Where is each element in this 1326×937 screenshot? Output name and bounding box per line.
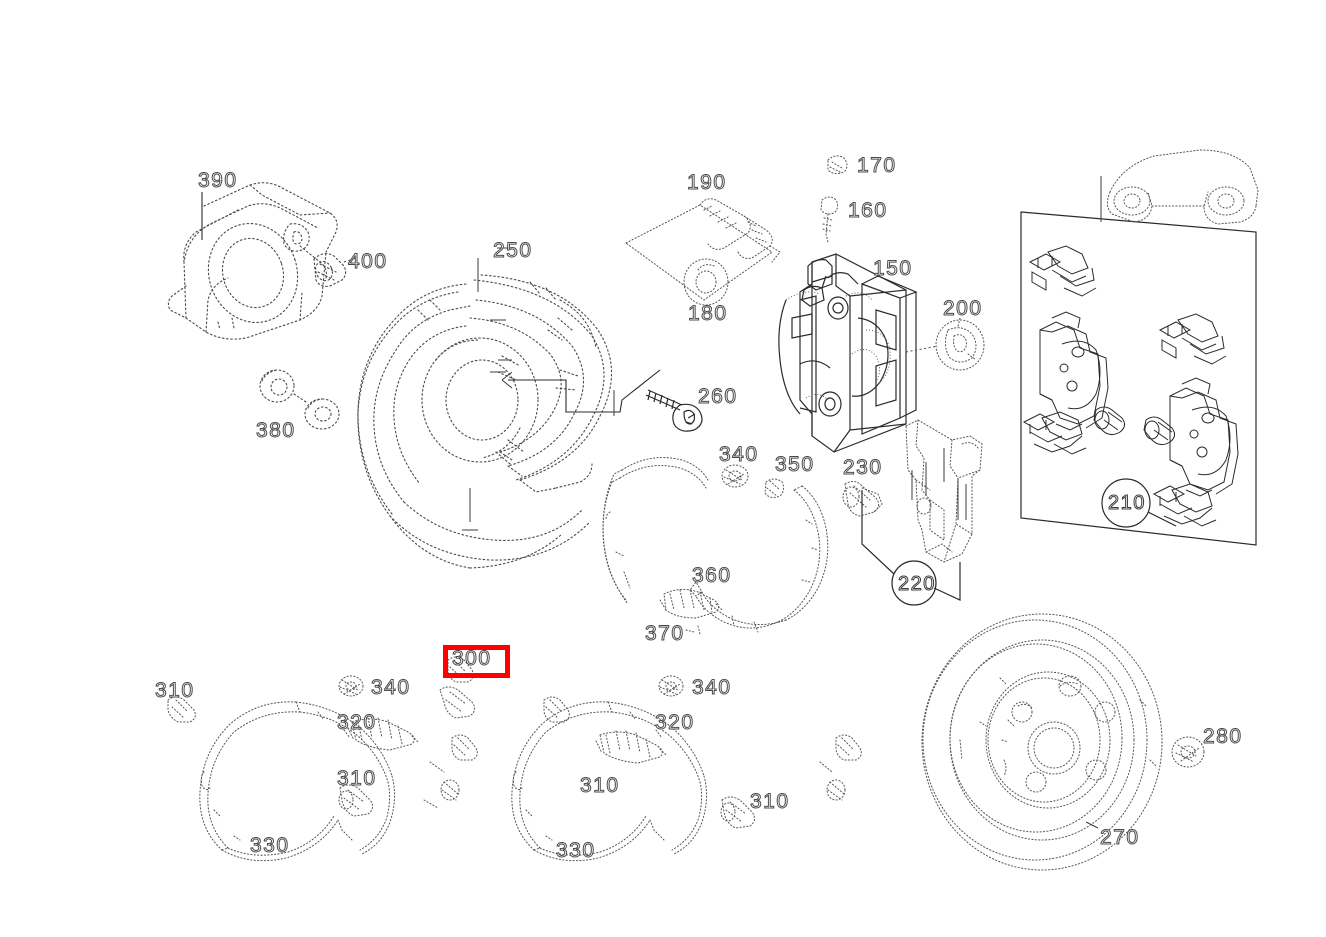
callout-320-a: 320 (337, 711, 377, 734)
adjuster-360 (659, 588, 723, 619)
adjuster-spring-370 (685, 625, 701, 635)
callout-400: 400 (348, 250, 388, 273)
pad-pin-right-210 (1143, 416, 1176, 446)
callout-230: 230 (843, 456, 883, 479)
caliper-carrier-220 (905, 419, 983, 563)
knuckle-bolt-400 (313, 253, 347, 287)
brake-shoe-right-mid (689, 485, 829, 633)
spring-clip-340a (721, 464, 749, 488)
backing-plate-detail (462, 247, 515, 531)
callout-340-a: 340 (719, 443, 759, 466)
callout-220: 220 (898, 573, 936, 595)
bleeder-screw-160 (820, 196, 839, 243)
callout-310-d: 310 (750, 790, 790, 813)
spring-clip-340b (338, 675, 364, 697)
shim-clip-lower-right-210 (1152, 483, 1217, 527)
shim-clip-upper-left-210 (1028, 245, 1097, 297)
callout-160: 160 (848, 199, 888, 222)
bolt-260 (645, 389, 703, 432)
upper-bracket-dotted (1106, 149, 1259, 225)
washer-380 (259, 369, 340, 430)
bleeder-cap-170 (827, 155, 848, 175)
leader-260 (508, 369, 661, 413)
callout-280: 280 (1203, 725, 1243, 748)
caliper-dashed-detail (785, 291, 891, 401)
callout-300: 300 (452, 647, 492, 670)
hold-down-310b (338, 784, 374, 817)
balloon-circle-210 (1101, 478, 1151, 528)
brake-pad-left-210 (1039, 311, 1109, 431)
callout-260: 260 (698, 385, 738, 408)
brake-shoe-mid (602, 457, 709, 605)
backing-plate-250 (357, 274, 613, 569)
brake-pad-right-210 (1169, 377, 1239, 497)
callout-190: 190 (687, 171, 727, 194)
shoe-pin-group-left (423, 656, 478, 809)
callout-340-c: 340 (692, 676, 732, 699)
callout-310-b: 310 (337, 767, 377, 790)
callout-180: 180 (688, 302, 728, 325)
knuckle-390 (167, 182, 338, 340)
shoe-pin-350 (764, 478, 785, 498)
shim-clip-upper-right-210 (1158, 313, 1227, 365)
callout-370: 370 (645, 622, 685, 645)
disc-screw-280 (1171, 736, 1205, 768)
callout-350: 350 (775, 453, 815, 476)
callout-200: 200 (943, 297, 983, 320)
callout-210: 210 (1108, 492, 1146, 514)
guide-pin-boot-200 (935, 317, 985, 371)
brake-hose-190 (625, 198, 781, 306)
pad-set-panel-210 (1020, 211, 1257, 546)
carrier-vert-lines (911, 448, 967, 520)
callout-360: 360 (692, 564, 732, 587)
balloon-leader-220-b (933, 562, 961, 601)
leader-200 (905, 345, 939, 353)
callout-330-b: 330 (556, 839, 596, 862)
shoe-pin-group-right (819, 734, 862, 801)
callout-320-b: 320 (655, 711, 695, 734)
callout-380: 380 (256, 419, 296, 442)
callout-170: 170 (857, 154, 897, 177)
balloon-circle-220 (891, 560, 937, 606)
callout-310-c: 310 (580, 774, 620, 797)
brake-shoe-330b (511, 701, 708, 862)
balloon-leader-210 (1147, 511, 1177, 527)
callout-150: 150 (873, 257, 913, 280)
callout-340-b: 340 (371, 676, 411, 699)
return-spring-320a (347, 717, 419, 751)
balloon-leader-220-a (861, 490, 895, 575)
shim-clip-lower-left-210 (1022, 411, 1087, 455)
leader-400 (343, 257, 357, 263)
return-spring-320b (595, 730, 667, 764)
brake-disc-270 (921, 613, 1163, 871)
hold-down-310c (543, 696, 570, 723)
callout-390: 390 (198, 169, 238, 192)
pad-pin-left-210 (1093, 406, 1126, 436)
leader-270 (1085, 821, 1099, 829)
brake-shoe-330a (199, 701, 396, 862)
hold-down-310d (720, 796, 756, 829)
leader-arrow-260 (501, 371, 513, 389)
brake-caliper-150 (778, 253, 918, 453)
callout-310-a: 310 (155, 679, 195, 702)
callout-330-a: 330 (250, 834, 290, 857)
hold-down-310a (167, 696, 196, 723)
callout-270: 270 (1100, 826, 1140, 849)
callout-250: 250 (493, 239, 533, 262)
spring-clip-340c (658, 675, 684, 697)
